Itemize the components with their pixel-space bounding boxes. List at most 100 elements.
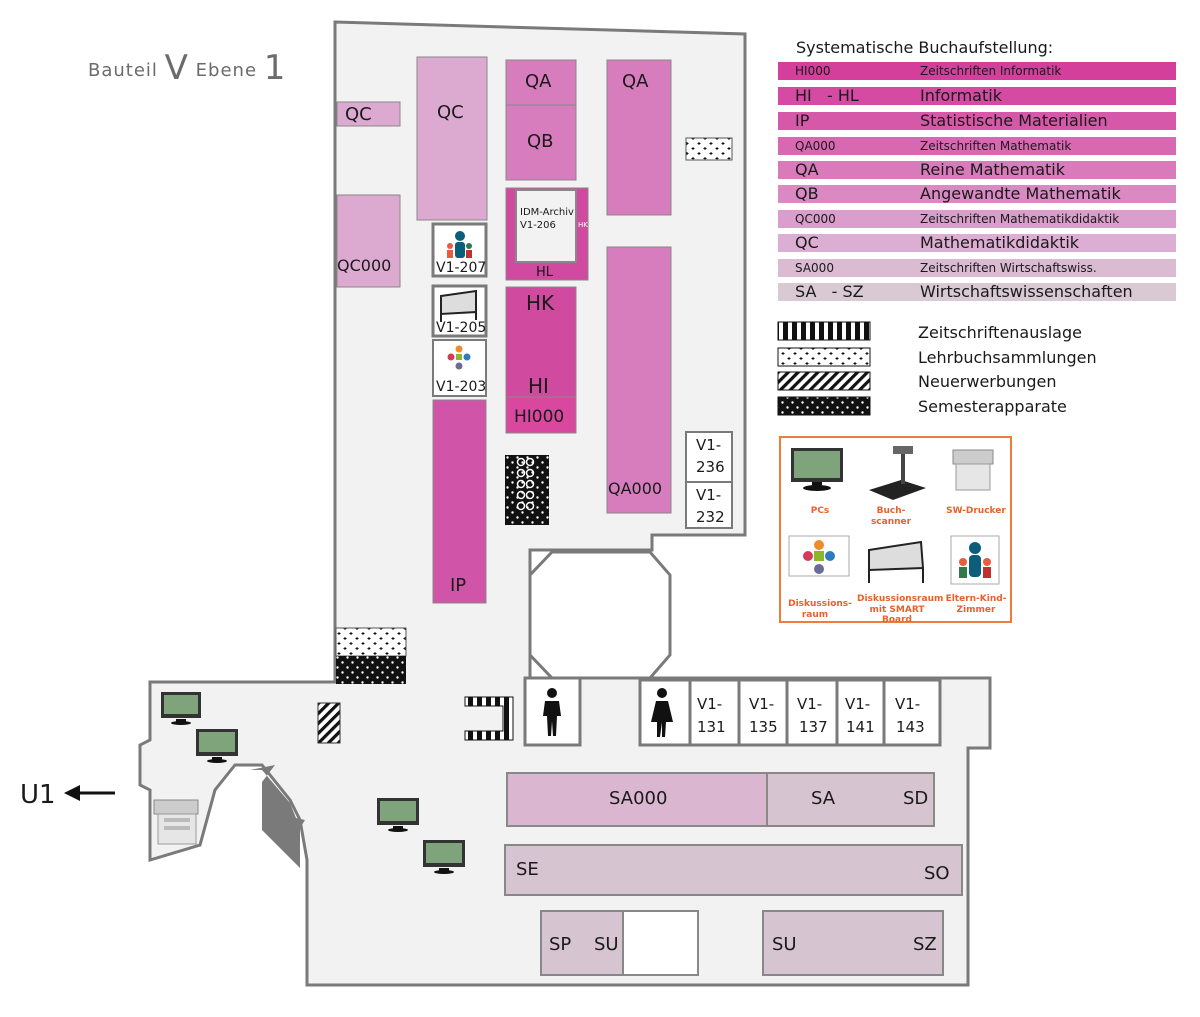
pc-icon <box>377 798 419 832</box>
title-bauteil-letter: V <box>164 48 189 88</box>
shelf-qa000: QA000 <box>608 479 663 498</box>
shelf-qa-top: QA <box>525 71 552 92</box>
discussion-room-icon <box>788 535 850 577</box>
title-ebene-number: 1 <box>263 48 287 88</box>
room-v1-135-prefix: V1- <box>749 695 775 713</box>
room-v1-141-prefix: V1- <box>845 695 871 713</box>
smartboard-room-icon <box>440 289 477 322</box>
icon-label-pcs: PCs <box>810 506 830 516</box>
legend-code: QC000 <box>795 212 836 226</box>
icon-label-kid-1: Eltern-Kind- <box>945 594 1007 604</box>
legend-code: QA <box>795 160 819 179</box>
room-v1-135-number: 135 <box>749 718 778 736</box>
room-v1-137-number: 137 <box>799 718 828 736</box>
title-ebene: Ebene <box>195 60 258 81</box>
legend-row: SA000 Zeitschriften Wirtschaftswiss. <box>778 259 1176 277</box>
idm-archiv-label: IDM-Archiv <box>520 207 574 218</box>
shelf-sa000: SA000 <box>609 788 668 809</box>
room-v1-143-number: 143 <box>896 718 925 736</box>
shelf-sd: SD <box>903 788 929 809</box>
pattern-label-hatch: Neuerwerbungen <box>918 372 1057 391</box>
icon-label-printer: SW-Drucker <box>946 506 1006 516</box>
pattern-label-stripes: Zeitschriftenauslage <box>918 323 1082 342</box>
legend-code: HI000 <box>795 64 831 78</box>
smartboard-icon <box>868 540 925 583</box>
shelf-hk: HK <box>526 291 555 315</box>
room-v1-205: V1-205 <box>436 320 487 336</box>
title-bauteil: Bauteil <box>88 60 158 81</box>
legend-row: IP Statistische Materialien <box>778 112 1176 130</box>
legend-desc: Informatik <box>920 86 1002 105</box>
printer-icon <box>153 799 199 845</box>
icon-label-discussion-2: raum <box>801 610 829 620</box>
legend-desc: Zeitschriften Informatik <box>920 64 1062 78</box>
idm-archiv-room: V1-206 <box>520 220 556 231</box>
room-v1-236-prefix: V1- <box>696 436 722 454</box>
legend-desc: Zeitschriften Mathematik <box>920 139 1072 153</box>
shelf-qc000: QC000 <box>337 256 392 275</box>
legend-row: QB Angewandte Mathematik <box>778 185 1176 203</box>
icon-label-smart-1: Diskussionsraum <box>857 594 944 604</box>
pc-icon <box>161 692 201 725</box>
shelf-qb: QB <box>527 131 554 152</box>
room-v1-232-number: 232 <box>696 508 725 526</box>
toilet-men-icon <box>543 688 561 736</box>
exit-arrow-icon <box>64 785 115 801</box>
legend-row: HI000 Zeitschriften Informatik <box>778 62 1176 80</box>
icon-legend-graphics <box>788 446 1000 585</box>
legend-row: QC Mathematikdidaktik <box>778 234 1176 252</box>
pillar <box>250 765 305 868</box>
shelf-hk-side: HK <box>578 221 588 229</box>
shelf-qa-right: QA <box>622 71 649 92</box>
icon-label-discussion-1: Diskussions- <box>788 599 852 609</box>
legend-title: Systematische Buchaufstellung: <box>796 38 1054 57</box>
legend-code: QC <box>795 233 819 252</box>
legend-desc: Mathematikdidaktik <box>920 233 1080 252</box>
icon-legend: PCs Buch- scanner SW-Drucker Diskussions… <box>779 436 1012 625</box>
shelf-hi: HI <box>528 374 549 398</box>
legend-row: QA000 Zeitschriften Mathematik <box>778 137 1176 155</box>
shelf-hi000: HI000 <box>514 407 565 427</box>
legend-desc: Statistische Materialien <box>920 111 1108 130</box>
shelf-qc: QC <box>437 102 464 123</box>
shelf-sp: SP <box>549 934 572 955</box>
icon-label-scanner-2: scanner <box>870 517 912 527</box>
legend-code: QA000 <box>795 139 836 153</box>
room-v1-203: V1-203 <box>436 379 487 395</box>
pc-icon <box>423 840 465 874</box>
room-v1-232-prefix: V1- <box>696 486 722 504</box>
discussion-room-icon <box>447 345 471 370</box>
pc-icon <box>791 448 843 491</box>
legend-desc: Wirtschaftswissenschaften <box>920 282 1133 301</box>
shelf-hl: HL <box>536 265 554 280</box>
toilet-women-icon <box>651 688 673 737</box>
shelf-sz: SZ <box>913 934 937 955</box>
exit-u1-label: U1 <box>20 780 56 810</box>
legend-desc: Zeitschriften Wirtschaftswiss. <box>920 261 1097 275</box>
shelf-se: SE <box>516 859 539 880</box>
pattern-label-blackdots: Semesterapparate <box>918 397 1067 416</box>
room-v1-207: V1-207 <box>436 260 487 276</box>
legend-desc: Zeitschriften Mathematikdidaktik <box>920 212 1120 226</box>
pattern-label-dots: Lehrbuchsammlungen <box>918 348 1097 367</box>
legend-code: QB <box>795 184 819 203</box>
legend-code: IP <box>795 111 810 130</box>
pc-icon <box>196 729 238 763</box>
legend-desc: Angewandte Mathematik <box>920 184 1121 203</box>
shelf-su-left: SU <box>594 934 619 955</box>
shelf-ip: IP <box>450 575 467 596</box>
icon-label-scanner-1: Buch- <box>876 506 906 516</box>
legend-desc: Reine Mathematik <box>920 160 1065 179</box>
icon-label-kid-2: Zimmer <box>956 605 996 615</box>
legend-code: SA000 <box>795 261 834 275</box>
shelf-qc-small: QC <box>345 104 372 125</box>
room-v1-131-prefix: V1- <box>697 695 723 713</box>
room-v1-143-prefix: V1- <box>895 695 921 713</box>
shelf-sa: SA <box>811 788 836 809</box>
atrium-void <box>528 550 672 680</box>
shelf-so: SO <box>924 863 950 884</box>
shelf-su-right: SU <box>772 934 797 955</box>
room-v1-236-number: 236 <box>696 458 725 476</box>
room-v1-131-number: 131 <box>697 718 726 736</box>
